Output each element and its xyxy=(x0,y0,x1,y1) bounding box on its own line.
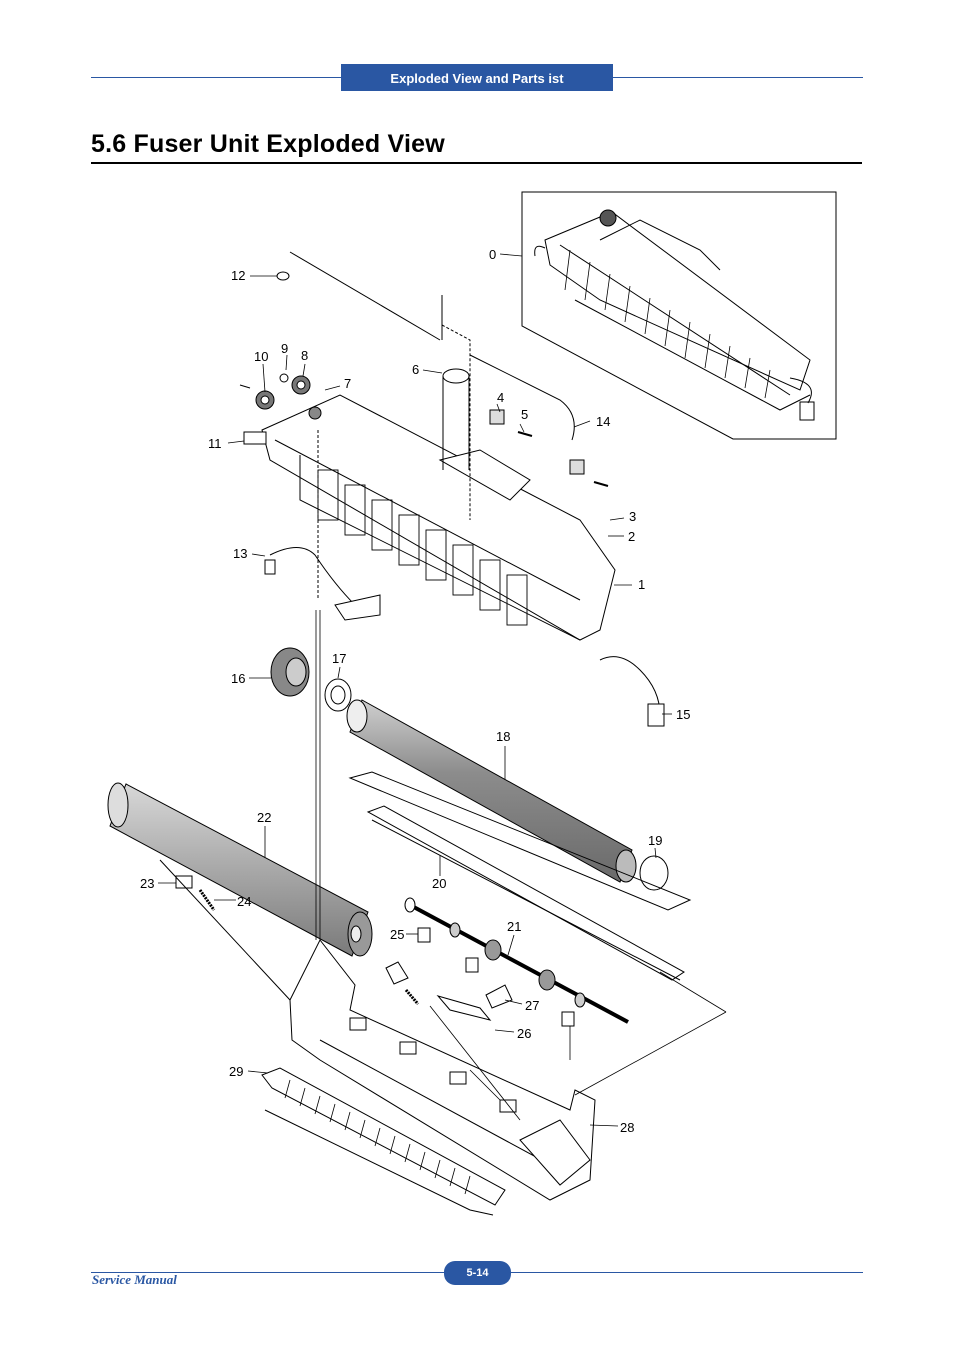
callout-labels: 0 1 2 3 4 5 6 7 8 9 10 11 12 13 14 15 16… xyxy=(140,247,690,1135)
callout-8: 8 xyxy=(301,348,308,363)
thermistor-bar xyxy=(348,771,692,981)
callout-23: 23 xyxy=(140,876,154,891)
callout-6: 6 xyxy=(412,362,419,377)
lower-frame xyxy=(289,939,596,1201)
callout-2: 2 xyxy=(628,529,635,544)
page-number: 5-14 xyxy=(444,1261,511,1285)
callout-7: 7 xyxy=(344,376,351,391)
callout-26: 26 xyxy=(517,1026,531,1041)
callout-17: 17 xyxy=(332,651,346,666)
manual-label: Service Manual xyxy=(92,1272,177,1287)
section-tab: Exploded View and Parts ist xyxy=(341,64,613,91)
callout-28: 28 xyxy=(620,1120,634,1135)
callout-16: 16 xyxy=(231,671,245,686)
callout-9: 9 xyxy=(281,341,288,356)
assembly-inset xyxy=(521,191,837,440)
callout-12: 12 xyxy=(231,268,245,283)
callout-15: 15 xyxy=(676,707,690,722)
callout-1: 1 xyxy=(638,577,645,592)
callout-18: 18 xyxy=(496,729,510,744)
pressure-roller xyxy=(107,782,373,957)
assembly-guide-lines xyxy=(315,610,727,1121)
callout-19: 19 xyxy=(648,833,662,848)
callout-27: 27 xyxy=(525,998,539,1013)
callout-10: 10 xyxy=(254,349,268,364)
callout-24: 24 xyxy=(237,894,251,909)
exit-guide xyxy=(261,1067,506,1216)
callout-3: 3 xyxy=(629,509,636,524)
callout-22: 22 xyxy=(257,810,271,825)
title-underline xyxy=(91,162,862,164)
callout-5: 5 xyxy=(521,407,528,422)
heat-roller xyxy=(346,699,637,883)
callout-25: 25 xyxy=(390,927,404,942)
clips xyxy=(385,927,575,1027)
callout-29: 29 xyxy=(229,1064,243,1079)
bushing-19 xyxy=(639,855,669,891)
callout-21: 21 xyxy=(507,919,521,934)
callout-4: 4 xyxy=(497,390,504,405)
spring-and-bracket xyxy=(159,859,291,1001)
page-title: 5.6 Fuser Unit Exploded View xyxy=(91,130,445,158)
callout-11: 11 xyxy=(208,436,222,451)
callout-leaders xyxy=(158,253,672,1127)
fuser-frame xyxy=(261,394,616,641)
callout-13: 13 xyxy=(233,546,247,561)
callout-14: 14 xyxy=(596,414,610,429)
exit-roller-shaft xyxy=(404,897,629,1024)
callout-20: 20 xyxy=(432,876,446,891)
gear-and-bushing xyxy=(270,647,352,712)
wire-harnesses xyxy=(264,547,665,727)
callout-0: 0 xyxy=(489,247,496,262)
